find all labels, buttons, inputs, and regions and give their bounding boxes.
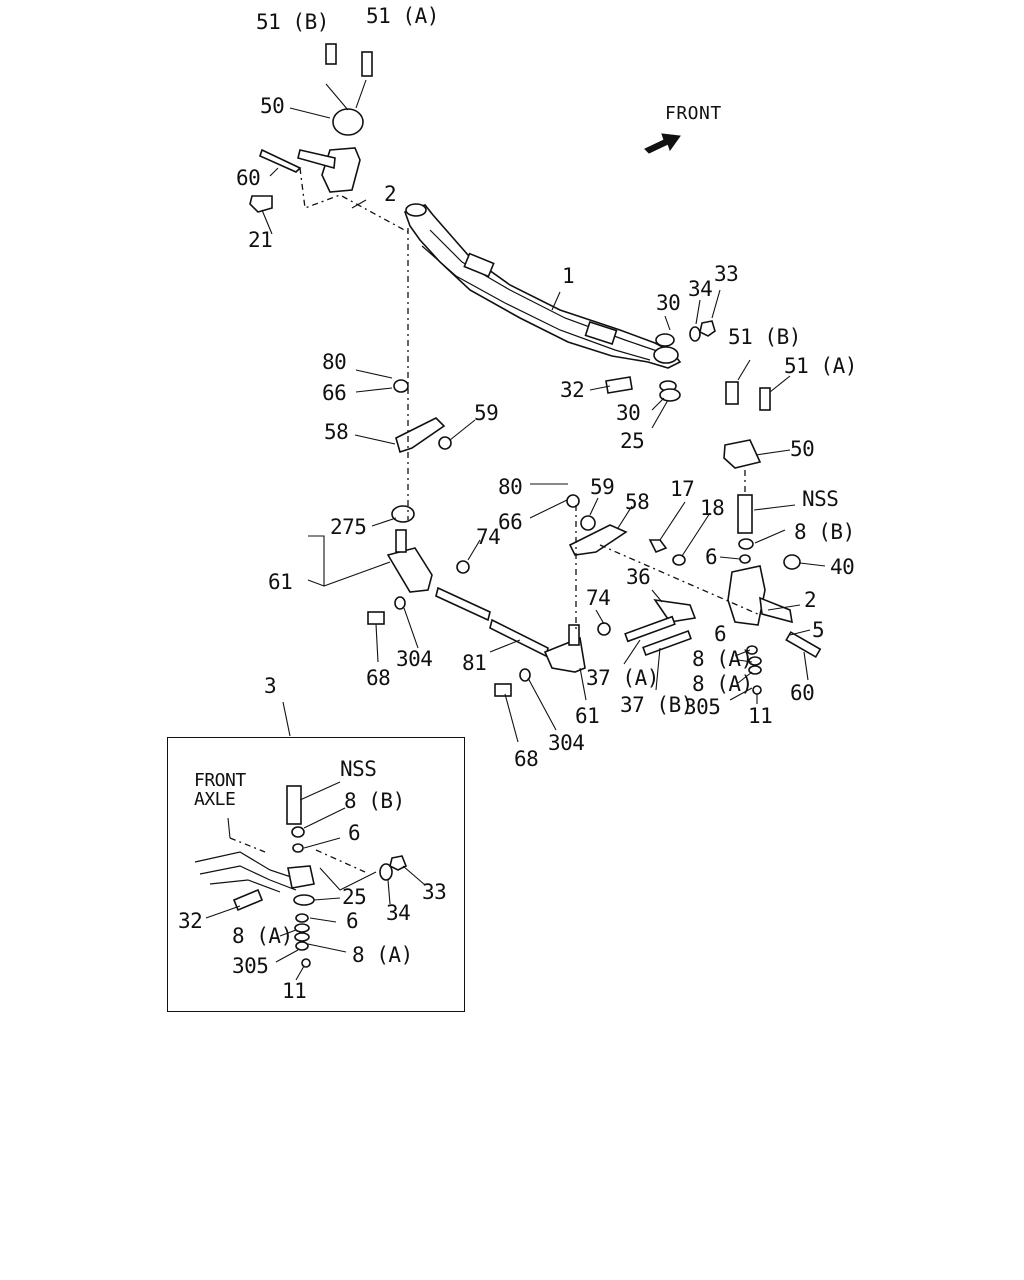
inset-part-label: 6 [348, 821, 361, 845]
part-label: 80 [498, 475, 523, 499]
part-label: 51 (B) [728, 325, 801, 349]
part-label: 30 [656, 291, 681, 315]
part-label: 50 [260, 94, 285, 118]
inset-part-label: 8 (A) [352, 943, 413, 967]
part-label: 60 [236, 166, 261, 190]
part-label: 61 [268, 570, 293, 594]
part-label: 6 [705, 545, 718, 569]
part-label: 81 [462, 651, 487, 675]
part-label: 305 [684, 695, 721, 719]
inset-part-label: 25 [342, 885, 367, 909]
part-label: 58 [324, 420, 349, 444]
part-label: 66 [322, 381, 347, 405]
tie-rod [435, 586, 549, 658]
part-label: 6 [714, 622, 727, 646]
part-label: 304 [396, 647, 433, 671]
part-label: 59 [474, 401, 499, 425]
part-label: 74 [476, 525, 501, 549]
right-knuckle-assembly [605, 320, 822, 695]
part-label: 50 [790, 437, 815, 461]
inset-part-label: 6 [346, 909, 359, 933]
part-label: 36 [626, 565, 651, 589]
part-label: 2 [804, 588, 817, 612]
front-arrow-label: FRONT [665, 103, 722, 124]
part-label: 304 [548, 731, 585, 755]
part-label: 25 [620, 429, 645, 453]
inset-part-label: NSS [340, 757, 377, 781]
left-knuckle-assembly [249, 43, 373, 213]
part-label: 37 (A) [586, 666, 659, 690]
part-label: 74 [586, 586, 611, 610]
part-label: 37 (B) [620, 693, 693, 717]
inset-part-label: 11 [282, 979, 307, 1003]
part-label: 275 [330, 515, 367, 539]
part-label: 66 [498, 510, 523, 534]
inset-part-label: 8 (B) [344, 789, 405, 813]
inset-assembly [194, 781, 426, 981]
part-label: 17 [670, 477, 695, 501]
part-label: 2 [384, 182, 397, 206]
inset-axle-label: FRONT [194, 770, 246, 791]
part-label: NSS [802, 487, 839, 511]
inset-part-label: 34 [386, 901, 411, 925]
inset-part-label: 32 [178, 909, 203, 933]
part-label: 34 [688, 277, 713, 301]
inset-part-label: 305 [232, 954, 269, 978]
right-steering-linkage [494, 494, 697, 697]
part-label: 68 [366, 666, 391, 690]
part-label: 30 [616, 401, 641, 425]
part-label: 80 [322, 350, 347, 374]
part-label: 8 (A) [692, 672, 753, 696]
part-label: 11 [748, 704, 773, 728]
inset-part-label: 33 [422, 880, 447, 904]
front-arrow-icon [644, 133, 681, 154]
part-label: 60 [790, 681, 815, 705]
part-label: 51 (A) [366, 4, 439, 28]
left-steering-linkage [367, 379, 470, 625]
inset-part-label: 8 (A) [232, 924, 293, 948]
inset-box [167, 737, 465, 1012]
leader-lines [261, 107, 826, 743]
inset-number: 3 [264, 674, 277, 698]
part-label: 51 (B) [256, 10, 329, 34]
part-label: 1 [562, 264, 575, 288]
part-label: 40 [830, 555, 855, 579]
part-label: 61 [575, 704, 600, 728]
alignment-lines [299, 167, 761, 632]
part-label: 68 [514, 747, 539, 771]
part-label: 51 (A) [784, 354, 857, 378]
part-label: 21 [248, 228, 273, 252]
part-label: 33 [714, 262, 739, 286]
part-label: 5 [812, 618, 825, 642]
part-label: 58 [625, 490, 650, 514]
part-label: 8 (A) [692, 647, 753, 671]
part-label: 8 (B) [794, 520, 855, 544]
part-label: 18 [700, 496, 725, 520]
inset-axle-label: AXLE [194, 789, 236, 810]
front-axle-beam [403, 203, 682, 369]
part-label: 32 [560, 378, 585, 402]
part-label: 59 [590, 475, 615, 499]
